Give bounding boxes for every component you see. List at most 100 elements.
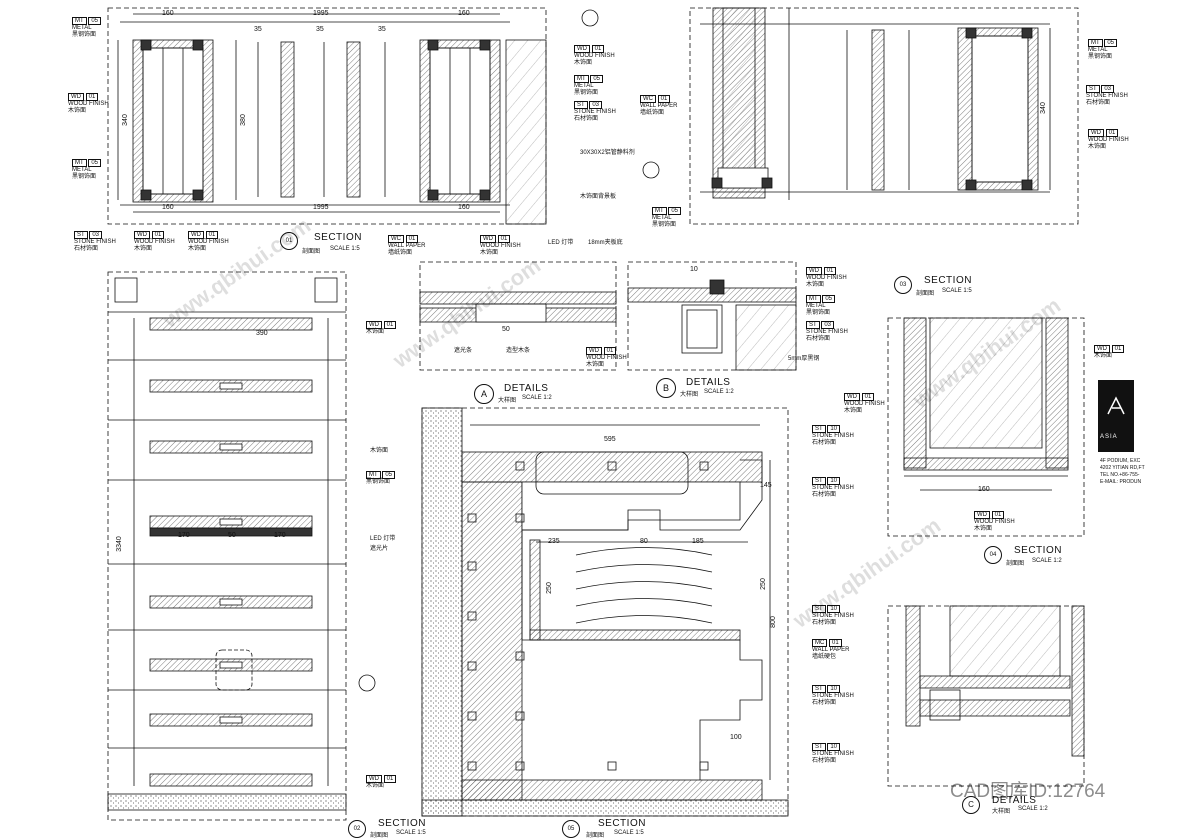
tag-en: WOOD FINISH: [134, 239, 175, 245]
tag-cn: 墙纸饰面: [640, 110, 665, 116]
tag-code: WD: [480, 235, 496, 243]
tag-num: 10: [827, 425, 841, 433]
title-number: 01: [280, 232, 298, 250]
tag-code: MT: [652, 207, 667, 215]
tag-code: WD: [574, 45, 590, 53]
title-text: SECTION: [314, 232, 362, 243]
tag-code: ST: [806, 321, 820, 329]
dim-label: 50: [228, 532, 236, 539]
tag-num: 10: [827, 743, 841, 751]
tag-num: 01: [151, 231, 165, 239]
tag-cn: 墙纸硬包: [812, 654, 837, 660]
title-cn: 剖面图: [916, 291, 935, 297]
tag-en: METAL: [806, 303, 826, 309]
tag-cn: 石材饰面: [574, 116, 599, 122]
tag-en: METAL: [1088, 47, 1108, 53]
address-line: 4202 YITIAN RD,FT: [1100, 465, 1145, 471]
tag-num: 01: [383, 775, 397, 783]
dim-label: 50: [502, 326, 510, 333]
tag-num: 03: [821, 321, 835, 329]
section-03-drawing: [689, 7, 1079, 225]
tag-num: 05: [590, 75, 604, 83]
title-scale: SCALE 1:2: [1032, 558, 1062, 564]
tag-code: WD: [1088, 129, 1104, 137]
annotation-note: 18mm夹板底: [588, 240, 623, 246]
tag-cn: 木饰面: [844, 408, 863, 414]
title-number: 02: [348, 820, 366, 838]
tag-num: 10: [827, 685, 841, 693]
title-number: C: [962, 796, 980, 814]
annotation-note: 造型木条: [506, 348, 531, 354]
tag-code: ST: [812, 477, 826, 485]
tag-cn: 木饰面: [366, 783, 385, 789]
detail-b-drawing: [627, 261, 797, 371]
tag-cn: 石材饰面: [812, 700, 837, 706]
tag-en: STONE FINISH: [812, 751, 854, 757]
annotation-note: 30X30X2铝管静料剂: [580, 150, 635, 156]
dim-label: 340: [1039, 102, 1047, 114]
title-number: 05: [562, 820, 580, 838]
tag-cn: 木饰面: [586, 362, 605, 368]
dim-label: 235: [548, 538, 560, 545]
dim-label: 1995: [313, 10, 329, 17]
tag-cn: 黑钢饰面: [72, 32, 97, 38]
tag-num: 05: [822, 295, 836, 303]
tag-code: MT: [806, 295, 821, 303]
annotation-note: LED 灯带: [548, 240, 574, 246]
dim-label: 160: [162, 204, 174, 211]
tag-en: WALL PAPER: [640, 103, 678, 109]
dim-label: 35: [378, 26, 386, 33]
title-text: SECTION: [924, 275, 972, 286]
annotation-note: 5mm厚黑钢: [788, 356, 820, 362]
tag-cn: 墙纸饰面: [388, 250, 413, 256]
tag-code: WD: [366, 775, 382, 783]
title-text: DETAILS: [686, 377, 731, 388]
tag-en: WALL PAPER: [812, 647, 850, 653]
tag-en: WOOD FINISH: [68, 101, 109, 107]
title-cn: 大样图: [498, 398, 517, 404]
title-cn: 大样图: [680, 392, 699, 398]
tag-cn: 木饰面: [480, 250, 499, 256]
title-cn: 剖面图: [302, 249, 321, 255]
annotation-note: 木饰面背景板: [580, 194, 617, 200]
annotation-note: LED 灯带: [370, 536, 396, 542]
tag-cn: 木饰面: [188, 246, 207, 252]
tag-en: WOOD FINISH: [1088, 137, 1129, 143]
tag-num: 03: [1101, 85, 1115, 93]
tag-num: 05: [1104, 39, 1118, 47]
dim-label: 380: [239, 114, 247, 126]
tag-cn: 木饰面: [1088, 144, 1107, 150]
section-04-drawing: [887, 317, 1085, 537]
dim-label: 390: [256, 330, 268, 337]
tag-en: STONE FINISH: [812, 433, 854, 439]
tag-num: 05: [88, 159, 102, 167]
tag-num: 01: [383, 321, 397, 329]
tag-en: WOOD FINISH: [806, 275, 847, 281]
tag-code: MT: [72, 17, 87, 25]
tag-en: METAL: [574, 83, 594, 89]
tag-num: 01: [591, 45, 605, 53]
dim-label: 185: [692, 538, 704, 545]
tag-cn: 黑钢饰面: [366, 479, 391, 485]
tag-code: ST: [812, 685, 826, 693]
tag-en: WOOD FINISH: [844, 401, 885, 407]
tag-cn: 石材饰面: [812, 492, 837, 498]
title-scale: SCALE 1:2: [522, 395, 552, 401]
tag-num: 01: [497, 235, 511, 243]
title-text: SECTION: [1014, 545, 1062, 556]
tag-en: WOOD FINISH: [188, 239, 229, 245]
